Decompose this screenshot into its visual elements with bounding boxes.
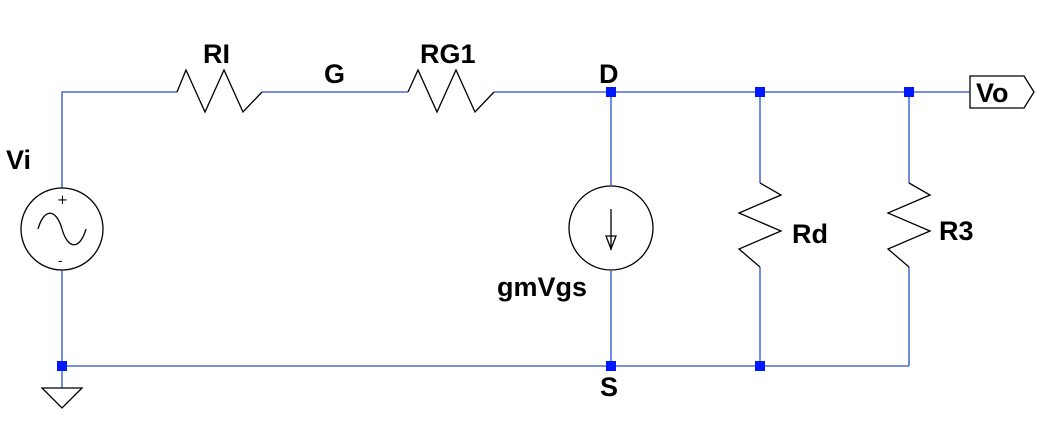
junction-r3-top — [904, 87, 914, 97]
resistor-r3 — [886, 182, 932, 268]
vi-label: Vi — [6, 145, 31, 175]
junction-ground — [57, 361, 67, 371]
ground-icon — [40, 387, 84, 409]
resistor-rl — [176, 68, 263, 114]
resistor-rd-label: Rd — [792, 219, 828, 249]
vi-plus-sign: + — [57, 193, 68, 208]
sine-wave — [37, 212, 87, 246]
junction-d — [606, 87, 616, 97]
node-s-label: S — [600, 372, 618, 402]
output-label: Vo — [976, 78, 1009, 108]
dependent-current-source-icon — [568, 185, 654, 271]
output-port: Vo — [969, 75, 1035, 109]
ac-voltage-source-icon: + - — [20, 187, 104, 271]
current-arrow-head — [605, 235, 617, 251]
resistor-rg1-label: RG1 — [420, 39, 476, 69]
node-g-label: G — [324, 59, 345, 89]
resistor-rl-label: RI — [203, 39, 230, 69]
junction-s — [606, 361, 616, 371]
resistor-rg1 — [407, 68, 495, 114]
junction-rd-top — [755, 87, 765, 97]
vi-minus-sign: - — [58, 254, 63, 269]
wire-vi-top-to-rl — [61, 91, 177, 188]
output-port-icon — [969, 75, 1035, 109]
resistor-rd — [737, 182, 783, 268]
junctions — [57, 87, 914, 371]
junction-rd-bottom — [755, 361, 765, 371]
gm-source-label: gmVgs — [497, 272, 587, 302]
wires — [61, 91, 970, 388]
node-d-label: D — [599, 59, 619, 89]
resistor-r3-label: R3 — [939, 216, 974, 246]
